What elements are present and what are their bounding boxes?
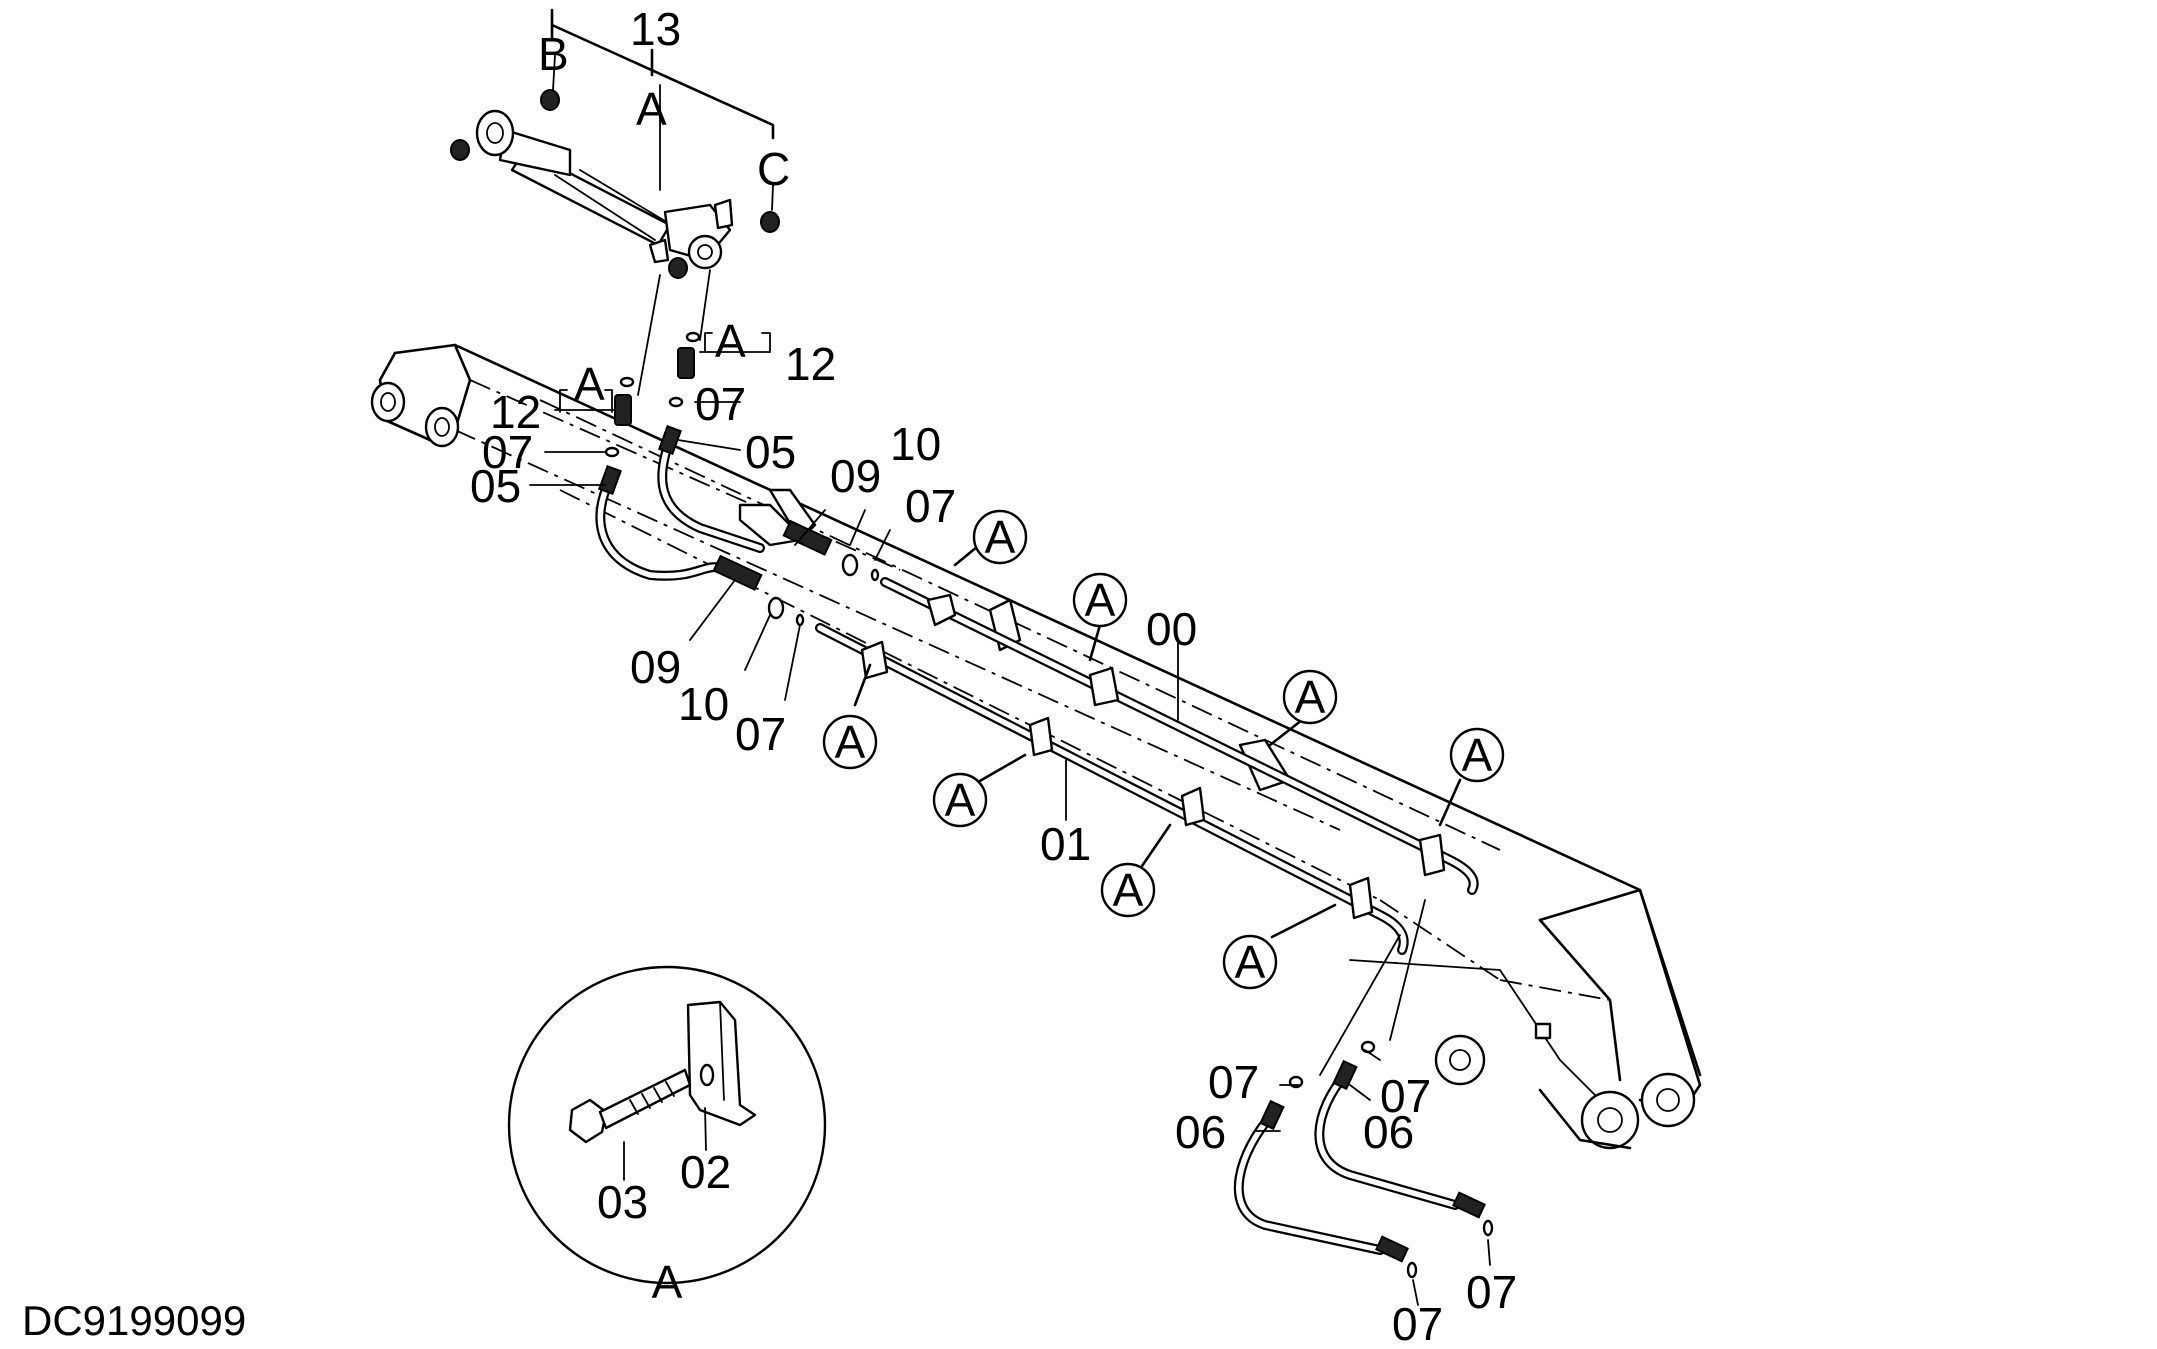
label-07-c: 07 bbox=[905, 480, 956, 532]
label-10-a: 10 bbox=[890, 418, 941, 470]
circled-ref-5: A bbox=[822, 714, 878, 770]
label-02: 02 bbox=[680, 1146, 731, 1198]
hose-06-right bbox=[1314, 1059, 1486, 1219]
svg-text:A: A bbox=[1462, 729, 1493, 781]
label-06-b: 06 bbox=[1363, 1106, 1414, 1158]
label-12-left: 12 bbox=[490, 386, 541, 438]
fitting-09 bbox=[712, 519, 833, 591]
pipe-line-01 bbox=[815, 623, 1409, 955]
svg-text:A: A bbox=[1085, 574, 1116, 626]
circled-ref-2: A bbox=[1072, 572, 1128, 628]
label-07-f: 07 bbox=[1380, 1070, 1431, 1122]
circled-ref-7: A bbox=[1100, 862, 1156, 918]
hose-05-right bbox=[657, 425, 765, 553]
label-b: B bbox=[538, 28, 569, 80]
label-13: 13 bbox=[630, 3, 681, 55]
label-07-g: 07 bbox=[1392, 1298, 1443, 1349]
circled-ref-3: A bbox=[1282, 669, 1338, 725]
pipe-clamps bbox=[860, 593, 1446, 920]
circled-ref-6: A bbox=[932, 772, 988, 828]
label-10-b: 10 bbox=[678, 678, 729, 730]
hose-05-left bbox=[595, 465, 730, 581]
label-05-a: 05 bbox=[745, 426, 796, 478]
label-a-right: A bbox=[715, 315, 746, 367]
detail-a-view bbox=[507, 965, 827, 1285]
label-detail-a: A bbox=[652, 1256, 683, 1308]
pipe-line-00 bbox=[880, 577, 1479, 895]
label-09-a: 09 bbox=[830, 450, 881, 502]
label-07-h: 07 bbox=[1466, 1266, 1517, 1318]
label-a-cylinder: A bbox=[636, 83, 667, 135]
svg-text:A: A bbox=[1295, 671, 1326, 723]
cylinder-assembly bbox=[450, 8, 780, 396]
svg-text:A: A bbox=[835, 716, 866, 768]
label-07-a: 07 bbox=[695, 378, 746, 430]
boom-arm bbox=[370, 343, 1702, 1150]
label-07-d: 07 bbox=[735, 708, 786, 760]
label-c: C bbox=[757, 143, 790, 195]
label-00: 00 bbox=[1146, 603, 1197, 655]
circled-ref-1: A bbox=[972, 509, 1028, 565]
circled-ref-4: A bbox=[1449, 727, 1505, 783]
svg-text:A: A bbox=[1113, 864, 1144, 916]
detail-a-circle bbox=[507, 965, 827, 1285]
washer-10 bbox=[767, 553, 859, 620]
leader-lines bbox=[529, 332, 1491, 1306]
drawing-code: DC9199099 bbox=[22, 1297, 246, 1344]
label-12-right: 12 bbox=[785, 338, 836, 390]
adapter-12 bbox=[614, 347, 695, 426]
label-03: 03 bbox=[597, 1176, 648, 1228]
label-06-a: 06 bbox=[1175, 1106, 1226, 1158]
hose-06-left bbox=[1233, 1099, 1409, 1263]
svg-text:A: A bbox=[1235, 936, 1266, 988]
part-labels: 13 B C A A 12 A 12 07 07 05 05 09 10 07 … bbox=[470, 3, 1517, 1349]
bolt-icon bbox=[568, 1068, 692, 1144]
label-07-b: 07 bbox=[482, 426, 533, 478]
label-09-b: 09 bbox=[630, 641, 681, 693]
svg-text:A: A bbox=[945, 774, 976, 826]
circled-ref-8: A bbox=[1222, 934, 1278, 990]
label-07-e: 07 bbox=[1208, 1056, 1259, 1108]
svg-text:A: A bbox=[985, 511, 1016, 563]
label-a-left: A bbox=[574, 358, 605, 410]
label-05-b: 05 bbox=[470, 460, 521, 512]
label-01: 01 bbox=[1040, 818, 1091, 870]
